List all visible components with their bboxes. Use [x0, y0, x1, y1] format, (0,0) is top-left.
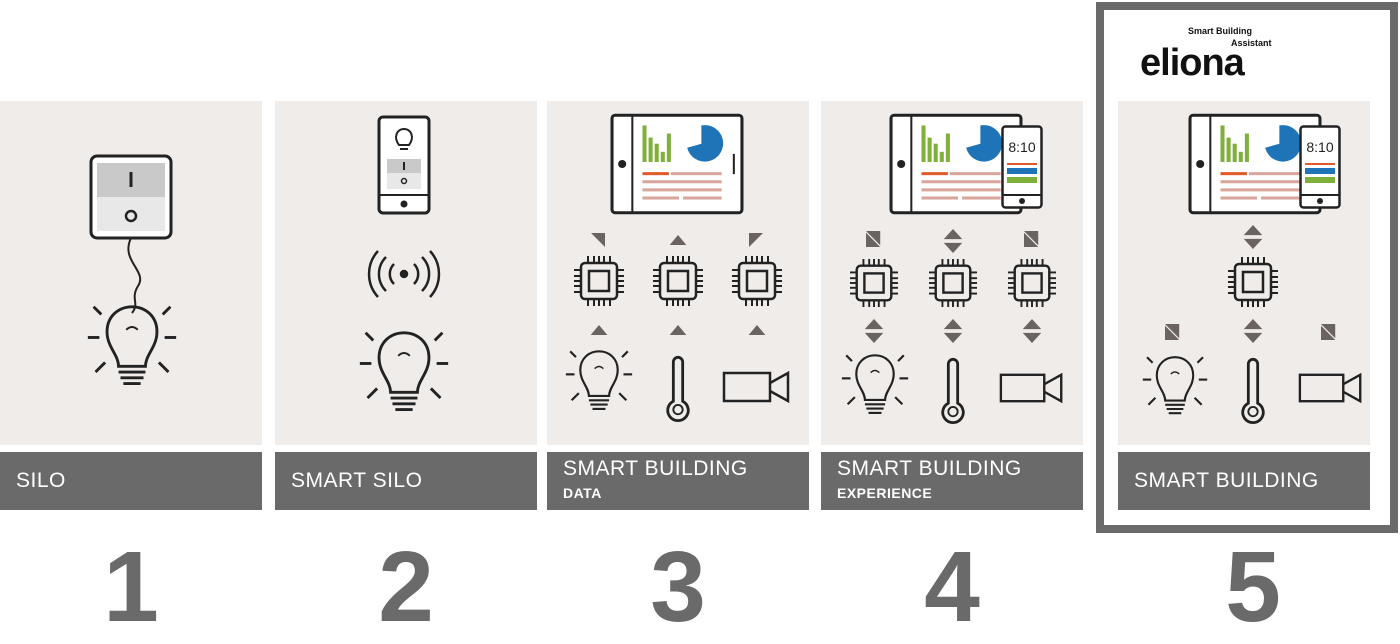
level-5-number: 5 [1225, 531, 1281, 643]
video-camera-icon [722, 371, 790, 403]
level-1-label: SILO [0, 452, 262, 510]
thermometer-icon [666, 355, 690, 423]
arrow-up-icon [748, 325, 766, 335]
sensor-chip-icon [1008, 259, 1056, 307]
switch-bulb-illustration [86, 154, 178, 385]
light-bulb-icon [358, 327, 450, 411]
level-5-panel: 8:10 [1118, 101, 1370, 445]
sensor-chip-icon [929, 259, 977, 307]
bidirectional-arrow-icon [943, 229, 963, 253]
logo-tagline-line1: Smart Building [1188, 26, 1253, 36]
phone-clock-text: 8:10 [1306, 139, 1333, 155]
bidirectional-arrow-icon [1022, 319, 1042, 343]
bidirectional-arrow-icon [864, 319, 884, 343]
level-3-title: SMART BUILDING [563, 457, 748, 480]
level-3-label: SMART BUILDING DATA [547, 452, 809, 510]
level-3-number: 3 [650, 531, 706, 643]
sensor-chip-icon [653, 256, 703, 306]
arrow-up-icon [669, 235, 687, 245]
level-2-label: SMART SILO [275, 452, 537, 510]
sensor-chip-icon [850, 259, 898, 307]
bidirectional-arrow-icon [1243, 319, 1263, 343]
level-3-panel [547, 101, 809, 445]
level-1-panel [0, 101, 262, 445]
tablet-dashboard-icon [610, 113, 744, 215]
sensor-chip-icon [574, 256, 624, 306]
arrow-icon [591, 233, 605, 247]
level-4-panel: 8:10 [821, 101, 1083, 445]
light-bulb-icon [840, 351, 910, 414]
logo-tagline-line2: Assistant [1231, 38, 1272, 48]
level-1-number: 1 [103, 531, 159, 643]
arrow-up-icon [590, 325, 608, 335]
arrow-up-icon [669, 325, 687, 335]
smart-building-experience-illustration: 8:10 [840, 113, 1063, 425]
video-camera-icon [1298, 373, 1362, 403]
sensor-chip-icon [732, 256, 782, 306]
bidirectional-arrow-icon [1165, 324, 1180, 340]
level-5-title: SMART BUILDING [1134, 469, 1319, 492]
level-2-panel [275, 101, 537, 445]
level-4-number: 4 [924, 531, 980, 643]
wireless-signal-icon [367, 250, 441, 298]
arrow-icon [749, 233, 763, 247]
bidirectional-arrow-icon [866, 231, 881, 247]
level-4-subtitle: EXPERIENCE [837, 485, 933, 501]
sensor-chip-icon [1228, 257, 1278, 307]
wall-switch-icon [89, 154, 173, 240]
bidirectional-arrow-icon [1243, 225, 1263, 249]
light-bulb-icon [564, 347, 634, 410]
smart-building-illustration: 8:10 [1141, 113, 1362, 425]
cable-icon [127, 237, 142, 314]
eliona-logo: Smart Building Assistant eliona [1138, 24, 1272, 84]
light-bulb-icon [86, 301, 178, 385]
bidirectional-arrow-icon [1024, 231, 1039, 247]
smart-building-data-illustration [564, 113, 790, 423]
light-bulb-icon [1141, 353, 1209, 415]
smartphone-icon [377, 115, 431, 215]
level-3-subtitle: DATA [563, 485, 602, 501]
level-1-title: SILO [16, 469, 66, 492]
level-2-title: SMART SILO [291, 469, 423, 492]
level-5-label: SMART BUILDING [1118, 452, 1370, 510]
video-camera-icon [999, 373, 1063, 403]
level-2-number: 2 [378, 531, 434, 643]
thermometer-icon [941, 357, 965, 425]
phone-clock-text: 8:10 [1008, 139, 1035, 155]
bidirectional-arrow-icon [1321, 324, 1336, 340]
level-4-label: SMART BUILDING EXPERIENCE [821, 452, 1083, 510]
bidirectional-arrow-icon [943, 319, 963, 343]
smart-silo-illustration [358, 115, 450, 411]
logo-wordmark: eliona [1140, 42, 1245, 84]
level-4-title: SMART BUILDING [837, 457, 1022, 480]
thermometer-icon [1241, 357, 1265, 425]
